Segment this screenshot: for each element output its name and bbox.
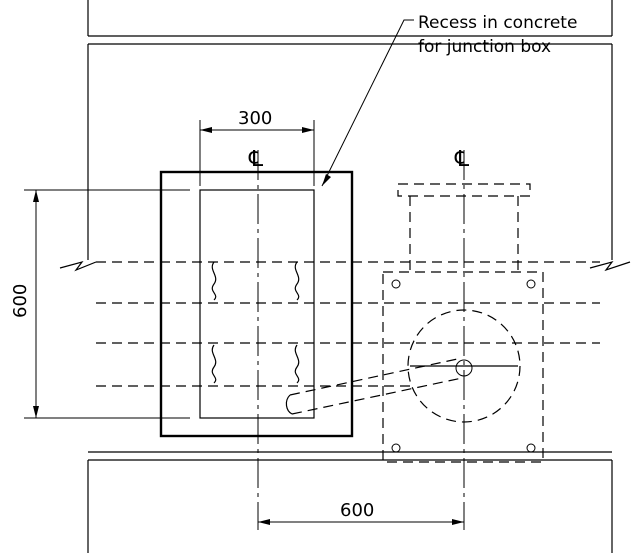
base-hole-tl (391, 279, 401, 289)
recess-note: Recess in concrete for junction box (321, 13, 577, 187)
base-hole-tr (526, 279, 536, 289)
base-hole-br (526, 443, 536, 453)
right-fixture (382, 183, 544, 463)
recess-outline (159, 170, 354, 438)
dimension-300-label: 300 (238, 108, 272, 129)
recess-note-line2: for junction box (418, 37, 551, 57)
dimension-600-vertical: 600 (10, 189, 190, 419)
dimension-300: 300 (199, 108, 315, 186)
base-hole-bl (391, 443, 401, 453)
recess-note-line1: Recess in concrete (418, 13, 577, 33)
dimension-600-horizontal-label: 600 (340, 500, 374, 521)
base-plate (382, 271, 544, 463)
centerline-symbol-left: ℄ (248, 147, 264, 172)
dimension-600-horizontal: 600 (258, 500, 464, 525)
conduit-entry-marks (211, 261, 300, 384)
break-lines (59, 260, 631, 272)
diagonal-conduit (285, 357, 463, 415)
junction-box (199, 189, 315, 419)
dimension-600-vertical-label: 600 (10, 284, 31, 318)
centerline-symbol-right: ℄ (454, 147, 470, 172)
hidden-conduit-lines (96, 261, 600, 387)
top-beam (87, 0, 613, 260)
bottom-beam (87, 451, 613, 553)
